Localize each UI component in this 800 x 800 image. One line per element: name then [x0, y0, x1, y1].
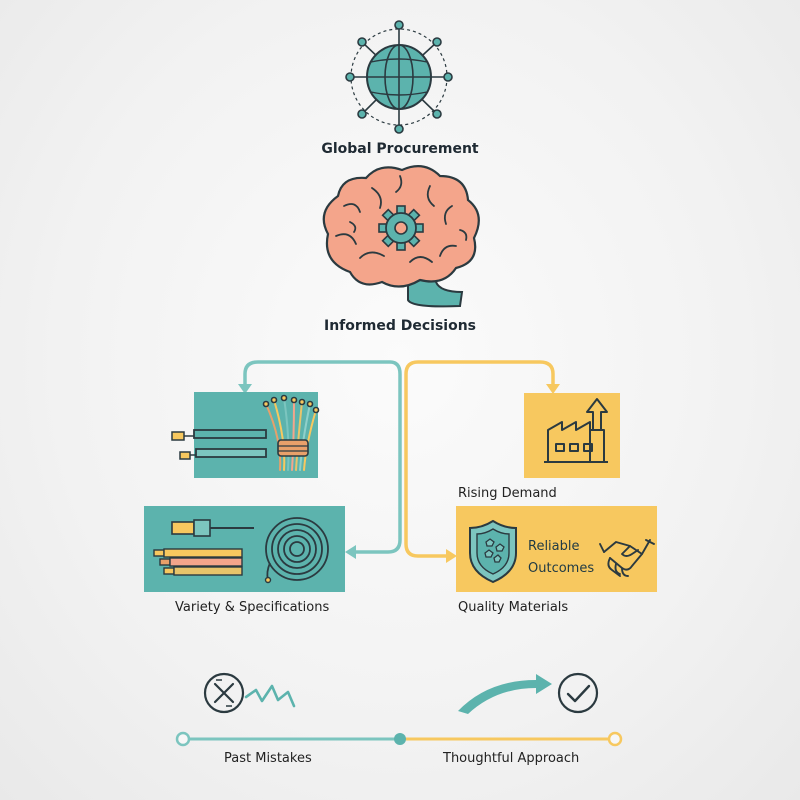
timeline-start-dot	[175, 731, 191, 747]
past-mistakes-label: Past Mistakes	[224, 751, 312, 766]
informed-decisions-label: Informed Decisions	[323, 318, 477, 334]
reliable-outcomes-line2: Outcomes	[528, 561, 595, 576]
handshake-icon	[599, 539, 655, 577]
timeline-mid-dot	[394, 733, 406, 745]
rising-demand-label: Rising Demand	[458, 486, 557, 501]
factory-panel	[524, 393, 620, 478]
global-procurement-label: Global Procurement	[321, 141, 479, 157]
brain-gear-icon	[322, 165, 480, 308]
variety-specifications-label: Variety & Specifications	[175, 600, 330, 615]
wire-coil-panel	[144, 506, 345, 592]
x-circle-icon	[203, 672, 245, 714]
cable-bundle-panel	[171, 392, 320, 478]
quality-materials-label: Quality Materials	[458, 600, 569, 615]
globe-network-icon	[345, 20, 453, 134]
connector-arrows	[243, 360, 555, 558]
reliable-outcomes-line1: Reliable	[528, 539, 580, 554]
arrow-heads	[238, 384, 560, 563]
check-circle-icon	[557, 672, 599, 714]
reliable-outcomes-label: Reliable Outcomes	[528, 536, 594, 580]
zigzag-line	[244, 684, 296, 708]
timeline-end-dot	[607, 731, 623, 747]
factory-arrow-icon	[544, 398, 608, 463]
cable-bundle-icon	[171, 394, 320, 471]
swoosh-arrow	[458, 674, 552, 714]
timeline	[175, 731, 623, 747]
wire-coil-icon	[153, 517, 329, 584]
shield-icon	[469, 519, 517, 584]
quality-panel	[456, 506, 657, 592]
thoughtful-approach-label: Thoughtful Approach	[443, 751, 580, 766]
